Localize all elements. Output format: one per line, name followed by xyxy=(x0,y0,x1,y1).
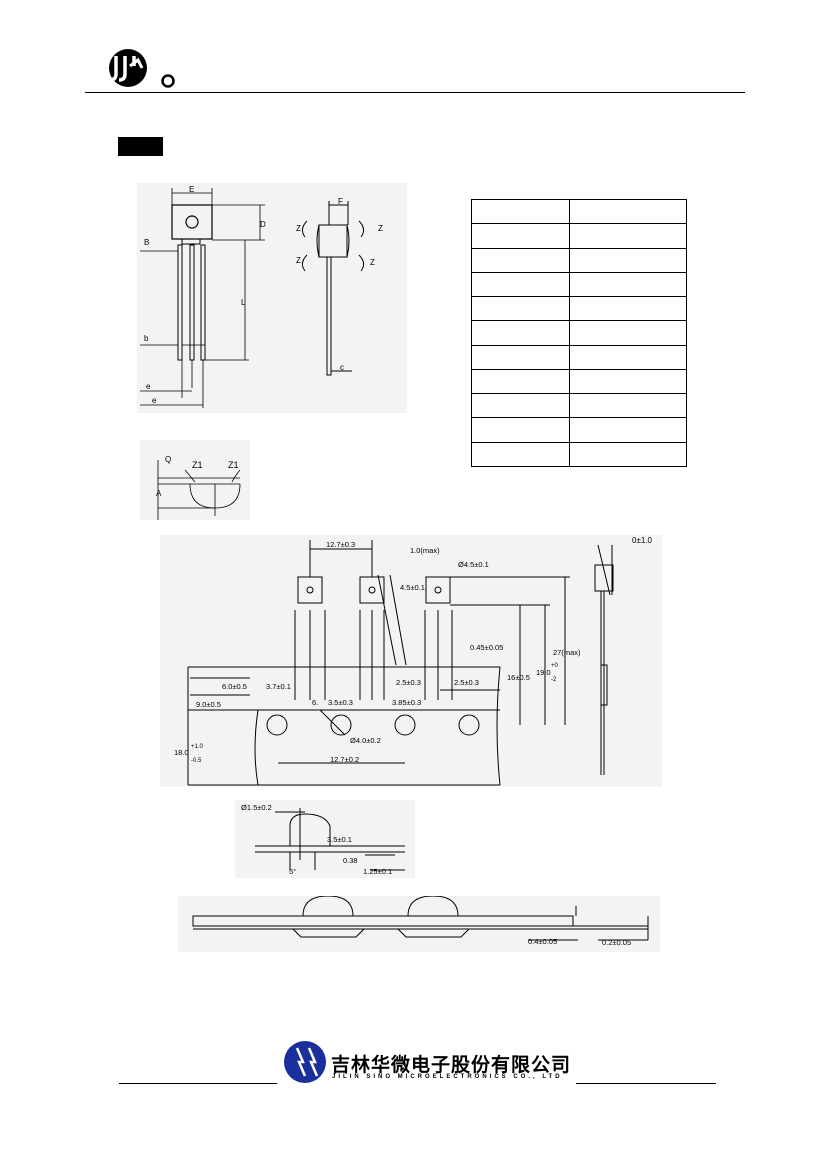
company-name-cn: 吉林华微电子股份有限公司 xyxy=(331,1054,572,1076)
label-B: B xyxy=(144,238,149,247)
hole-angle-label: 5° xyxy=(289,867,296,876)
tape-side-drawing: 0.4±0.05 0.2±0.05 xyxy=(192,896,649,947)
table-row xyxy=(471,368,687,395)
label-Z-top-left: Z xyxy=(296,224,301,233)
dim-height-19-tol-bottom: -2 xyxy=(551,677,557,683)
label-A: A xyxy=(156,489,162,498)
label-b: b xyxy=(144,334,149,343)
label-E: E xyxy=(189,185,194,194)
company-logo xyxy=(104,46,184,92)
company-name-en: JILIN SINO MICROELECTRONICS CO., LTD xyxy=(332,1074,563,1080)
dimension-table xyxy=(471,198,687,468)
label-F: F xyxy=(338,197,343,206)
dim-body-offset: 4.5±0.1 xyxy=(400,583,425,592)
dim-tilt-side: 0±1.0 xyxy=(632,536,653,545)
dim-6-label: 6. xyxy=(312,698,318,707)
table-row xyxy=(471,344,687,370)
tape-panel xyxy=(160,535,662,787)
table-row xyxy=(471,271,687,298)
profile-drawing: Q A Z1 Z1 xyxy=(156,455,241,520)
table-row xyxy=(471,296,687,322)
dim-height-19-tol-top: +0 xyxy=(551,663,559,669)
dim-2-5b: 2.5±0.3 xyxy=(454,678,479,687)
table-row xyxy=(471,223,687,249)
tape-t02-label: 0.2±0.05 xyxy=(602,938,631,947)
table-row xyxy=(471,393,687,419)
hole-d0-38-label: 0.38 xyxy=(343,856,358,865)
label-Z-bottom-right: Z xyxy=(370,258,375,267)
dim-9: 9.0±0.5 xyxy=(196,700,221,709)
dim-lead-width: 0.45±0.05 xyxy=(470,643,503,652)
table-row xyxy=(471,198,687,225)
dim-hole-dia: Ø4.0±0.2 xyxy=(350,736,381,745)
tape-drawing: 12.7±0.3 1.0(max) Ø4.5±0.1 4.5±0.1 0.45±… xyxy=(174,536,653,786)
company-emblem xyxy=(283,1040,329,1084)
dim-tape-width-tol-top: +1.0 xyxy=(191,744,204,750)
dim-tape-width: 18.0 xyxy=(174,748,189,757)
dim-tape-width-tol-bottom: -0.5 xyxy=(191,758,202,764)
label-Z-top-right: Z xyxy=(378,224,383,233)
hole-detail-drawing: Ø1.5±0.2 3.5±0.1 0.38 1.25±0.1 5° xyxy=(241,803,405,876)
label-L: L xyxy=(241,298,246,307)
dim-hole-dia-small: Ø4.5±0.1 xyxy=(458,560,489,569)
dim-height-19: 19.0 xyxy=(536,668,551,677)
footer-rule-left xyxy=(119,1083,277,1084)
dim-6: 6.0±0.5 xyxy=(222,682,247,691)
hole-h3-5-label: 3.5±0.1 xyxy=(327,835,352,844)
hole-d1-25-label: 1.25±0.1 xyxy=(363,867,392,876)
label-Z1-right: Z1 xyxy=(228,460,239,470)
dim-total-height: 27(max) xyxy=(553,648,581,657)
table-row xyxy=(471,441,687,468)
label-Z1-left: Z1 xyxy=(192,460,203,470)
table-row xyxy=(471,417,687,443)
dim-3-7: 3.7±0.1 xyxy=(266,682,291,691)
table-row xyxy=(471,320,687,346)
hole-detail-panel xyxy=(235,800,415,878)
hole-dia-label: Ø1.5±0.2 xyxy=(241,803,272,812)
dim-2-5a: 2.5±0.3 xyxy=(396,678,421,687)
footer-rule-right xyxy=(576,1083,716,1084)
table-row xyxy=(471,247,687,273)
package-outline-drawing: E D B L b e e F Z Z Z Z c xyxy=(140,185,383,408)
section-marker-block xyxy=(118,137,163,156)
label-Q: Q xyxy=(165,455,171,464)
dim-lead-to-hole: 16±0.5 xyxy=(507,673,530,682)
label-Z-bottom-left: Z xyxy=(296,256,301,265)
label-c: c xyxy=(340,363,344,372)
dim-pitch-top: 12.7±0.3 xyxy=(326,540,355,549)
label-e2: e xyxy=(152,396,157,405)
label-e: e xyxy=(146,382,151,391)
label-D: D xyxy=(260,220,266,229)
dim-3-85: 3.85±0.3 xyxy=(392,698,421,707)
dim-3-5: 3.5±0.3 xyxy=(328,698,353,707)
dim-pitch-bottom: 12.7±0.2 xyxy=(330,755,359,764)
dim-lead-tilt: 1.0(max) xyxy=(410,546,440,555)
tape-side-panel xyxy=(178,896,660,952)
header-rule xyxy=(85,92,745,93)
tape-t04-label: 0.4±0.05 xyxy=(528,937,557,946)
